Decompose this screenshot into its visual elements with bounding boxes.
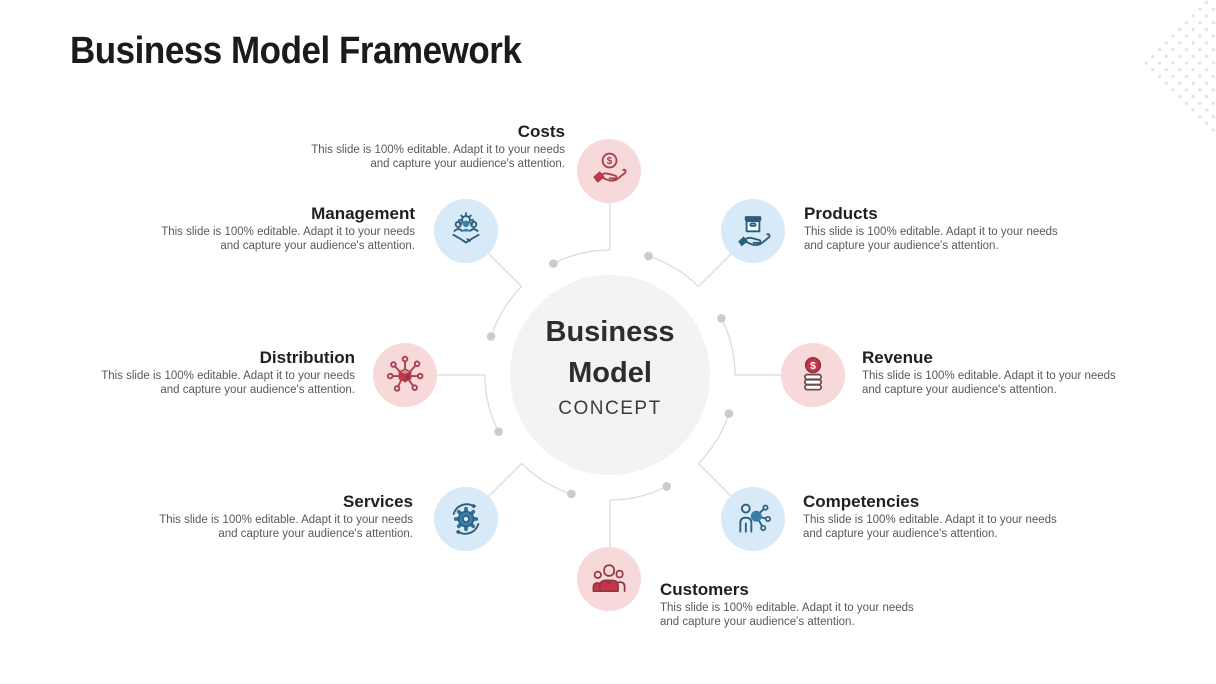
slide-title: Business Model Framework [70, 30, 522, 72]
center-subtitle: CONCEPT [558, 398, 662, 419]
team-handshake-gear-icon [434, 199, 498, 263]
item-label: Competencies [803, 492, 920, 511]
item-description-line2: and capture your audience's attention. [804, 239, 999, 252]
center-circle [510, 275, 710, 475]
item-description-line1: This slide is 100% editable. Adapt it to… [161, 226, 415, 238]
center-title-line1: Business [545, 316, 675, 348]
item-costs: Costs This slide is 100% editable. Adapt… [275, 122, 565, 171]
item-products: Products This slide is 100% editable. Ad… [804, 204, 1094, 253]
item-description: This slide is 100% editable. Adapt it to… [123, 514, 413, 541]
item-services: Services This slide is 100% editable. Ad… [123, 492, 413, 541]
item-competencies: Competencies This slide is 100% editable… [803, 492, 1093, 541]
item-description-line1: This slide is 100% editable. Adapt it to… [159, 514, 413, 526]
cube-network-icon [373, 343, 437, 407]
item-label: Customers [660, 580, 749, 599]
item-description: This slide is 100% editable. Adapt it to… [125, 226, 415, 253]
hand-holding-coin-icon: $ [577, 139, 641, 203]
item-description: This slide is 100% editable. Adapt it to… [804, 226, 1094, 253]
item-management: Management This slide is 100% editable. … [125, 204, 415, 253]
item-description-line1: This slide is 100% editable. Adapt it to… [311, 144, 565, 156]
item-description-line1: This slide is 100% editable. Adapt it to… [660, 602, 914, 614]
item-label: Revenue [862, 348, 933, 367]
item-description-line2: and capture your audience's attention. [803, 527, 998, 540]
item-label: Costs [517, 122, 565, 141]
svg-text:$: $ [607, 156, 613, 167]
item-customers: Customers This slide is 100% editable. A… [660, 580, 950, 629]
item-description-line2: and capture your audience's attention. [218, 527, 413, 540]
gear-sync-arrows-icon [434, 487, 498, 551]
item-description-line1: This slide is 100% editable. Adapt it to… [803, 514, 1057, 526]
item-label: Distribution [259, 348, 355, 367]
item-description-line2: and capture your audience's attention. [862, 383, 1057, 396]
item-description: This slide is 100% editable. Adapt it to… [862, 370, 1152, 397]
center-title-line2: Model [568, 357, 652, 389]
item-description: This slide is 100% editable. Adapt it to… [275, 144, 565, 171]
center-title-block: Business Model CONCEPT [500, 312, 720, 424]
item-description: This slide is 100% editable. Adapt it to… [803, 514, 1093, 541]
item-description: This slide is 100% editable. Adapt it to… [65, 370, 355, 397]
item-description-line2: and capture your audience's attention. [370, 157, 565, 170]
item-distribution: Distribution This slide is 100% editable… [65, 348, 355, 397]
ring-dots [486, 251, 734, 499]
item-description-line2: and capture your audience's attention. [660, 615, 855, 628]
item-description-line1: This slide is 100% editable. Adapt it to… [101, 370, 355, 382]
item-revenue: Revenue This slide is 100% editable. Ada… [862, 348, 1152, 397]
coin-stack-icon: $ [781, 343, 845, 407]
item-description: This slide is 100% editable. Adapt it to… [660, 602, 950, 629]
item-label: Services [343, 492, 413, 511]
item-description-line2: and capture your audience's attention. [160, 383, 355, 396]
item-description-line2: and capture your audience's attention. [220, 239, 415, 252]
item-label: Management [311, 204, 415, 223]
item-description-line1: This slide is 100% editable. Adapt it to… [862, 370, 1116, 382]
people-group-icon [577, 547, 641, 611]
person-network-icon [721, 487, 785, 551]
item-label: Products [804, 204, 878, 223]
item-description-line1: This slide is 100% editable. Adapt it to… [804, 226, 1058, 238]
svg-text:$: $ [810, 361, 816, 372]
hand-holding-box-icon [721, 199, 785, 263]
